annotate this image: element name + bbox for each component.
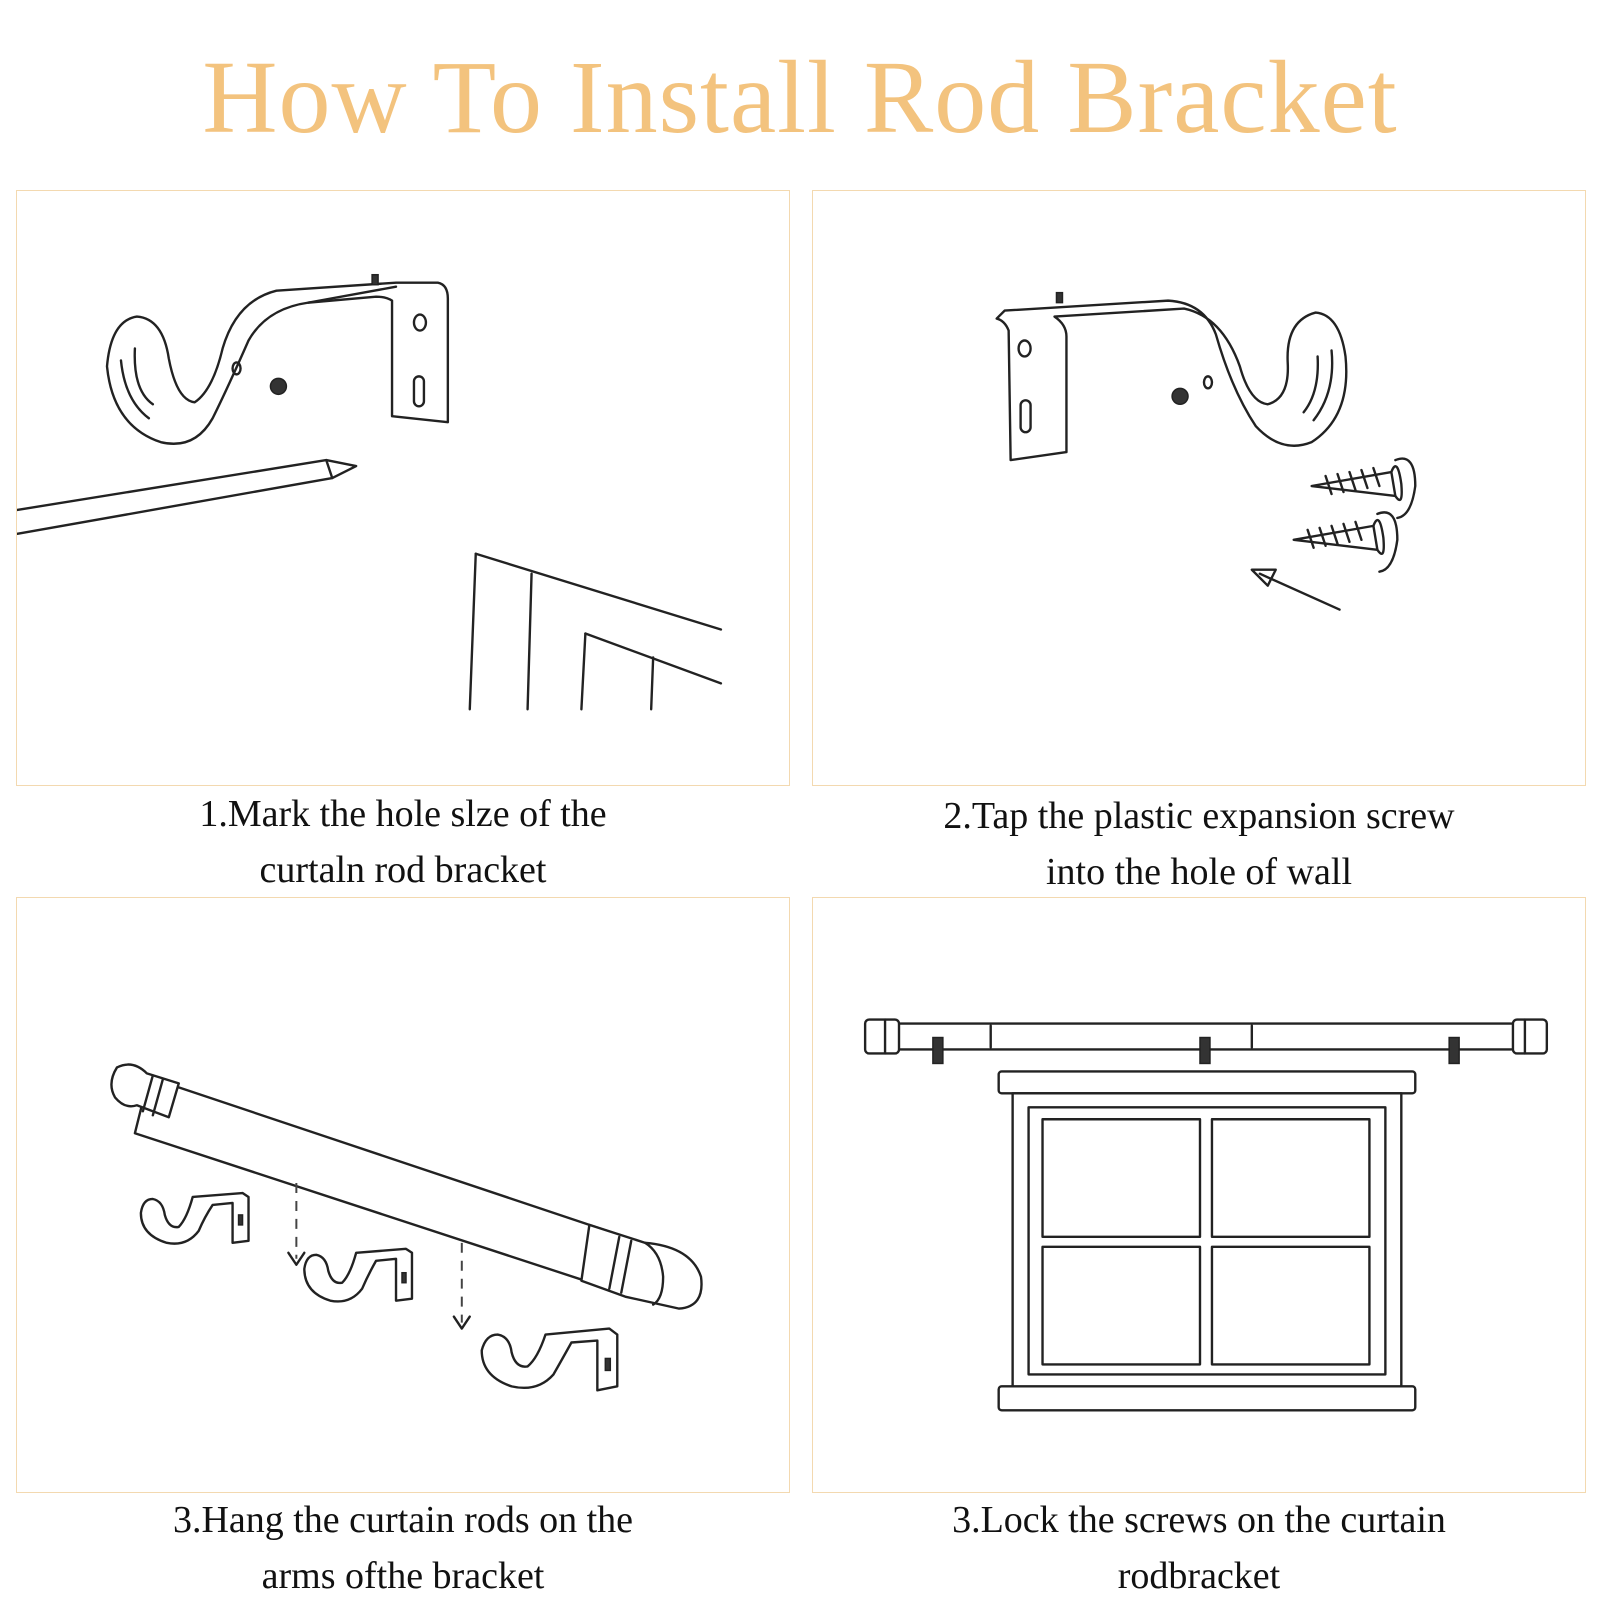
curtain-rod-icon xyxy=(110,1063,703,1310)
bracket-icon xyxy=(139,1191,250,1245)
bracket-icon xyxy=(105,273,450,445)
step-4-caption: 3.Lock the screws on the curtain rodbrac… xyxy=(812,1492,1586,1604)
step-2-caption-line-2: into the hole of wall xyxy=(1045,851,1353,893)
screw-icon xyxy=(1292,511,1399,573)
window-icon xyxy=(997,1070,1417,1412)
step-4-caption-line-2: rodbracket xyxy=(1117,1555,1281,1597)
step-2-caption-line-1: 2.Tap the plastic expansion screw xyxy=(943,795,1455,837)
step-3-caption: 3.Hang the curtain rods on the arms ofth… xyxy=(16,1492,790,1604)
screw-icon xyxy=(1310,457,1417,520)
bracket-icon xyxy=(303,1247,414,1303)
step-1-caption-line-2: curtaln rod bracket xyxy=(259,849,547,891)
step-2-caption: 2.Tap the plastic expansion screw into t… xyxy=(812,788,1586,900)
step-3-illustration xyxy=(16,897,790,1493)
step-3-caption-line-2: arms ofthe bracket xyxy=(261,1555,545,1597)
arrow-icon xyxy=(1250,568,1341,611)
bracket-icon xyxy=(995,291,1348,462)
step-4-illustration xyxy=(812,897,1586,1493)
step-4-caption-line-1: 3.Lock the screws on the curtain xyxy=(952,1499,1446,1541)
step-1-illustration xyxy=(16,190,790,786)
page-title: How To Install Rod Bracket xyxy=(202,40,1398,155)
pencil-icon xyxy=(17,458,358,536)
bracket-icon xyxy=(480,1327,619,1392)
curtain-rod-icon xyxy=(863,1018,1549,1065)
step-3-caption-line-1: 3.Hang the curtain rods on the xyxy=(172,1499,634,1541)
window-frame-icon xyxy=(468,552,723,711)
step-1-caption-line-1: 1.Mark the hole slze of the xyxy=(199,793,607,835)
step-2-illustration xyxy=(812,190,1586,786)
step-1-caption: 1.Mark the hole slze of the curtaln rod … xyxy=(16,786,790,898)
